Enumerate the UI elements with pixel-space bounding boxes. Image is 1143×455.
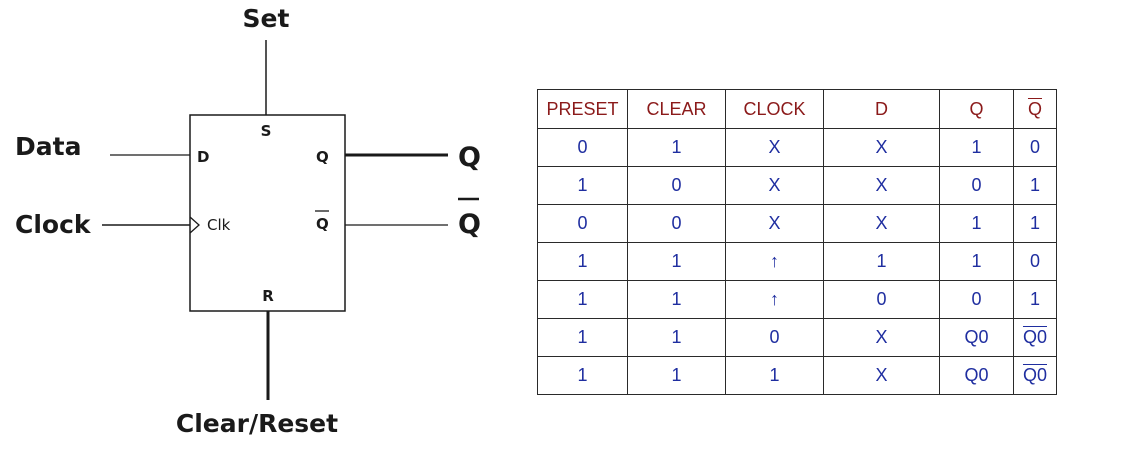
clear-reset-label: Clear/Reset [176, 409, 338, 438]
table-header-row: PRESET CLEAR CLOCK D Q Q [537, 89, 1057, 129]
cell-preset: 1 [537, 242, 628, 281]
d-flip-flop-diagram: Set S D Q Q Clk R Data Clock Q Q Clear/R… [15, 4, 481, 438]
table-row: 0 1 X X 1 0 [537, 128, 1057, 167]
cell-d: X [823, 356, 940, 395]
cell-qbar: 1 [1013, 166, 1057, 205]
pin-s-label: S [261, 122, 272, 140]
cell-clock: 1 [725, 356, 824, 395]
pin-clk-label: Clk [207, 216, 231, 234]
cell-q: 1 [939, 242, 1014, 281]
pin-qbar-label: Q [316, 215, 329, 233]
cell-d: X [823, 318, 940, 357]
cell-qbar: 0 [1013, 242, 1057, 281]
cell-qbar: Q0 [1013, 318, 1057, 357]
rising-edge-arrow-icon: ↑ [725, 242, 824, 281]
cell-preset: 1 [537, 280, 628, 319]
header-d: D [823, 89, 940, 129]
cell-d: 0 [823, 280, 940, 319]
rising-edge-arrow-icon: ↑ [725, 280, 824, 319]
cell-qbar: 1 [1013, 280, 1057, 319]
cell-q: 1 [939, 204, 1014, 243]
cell-d: X [823, 128, 940, 167]
cell-clear: 0 [627, 204, 726, 243]
set-label: Set [243, 4, 290, 33]
cell-qbar: Q0 [1013, 356, 1057, 395]
cell-qbar: 0 [1013, 128, 1057, 167]
data-label: Data [15, 132, 81, 161]
cell-preset: 0 [537, 204, 628, 243]
pin-q-label: Q [316, 148, 329, 166]
cell-q: Q0 [939, 356, 1014, 395]
cell-q: Q0 [939, 318, 1014, 357]
table-row: 1 1 1 X Q0 Q0 [537, 356, 1057, 395]
cell-preset: 0 [537, 128, 628, 167]
pin-r-label: R [262, 287, 274, 305]
table-row: 1 0 X X 0 1 [537, 166, 1057, 205]
cell-clear: 0 [627, 166, 726, 205]
clock-label: Clock [15, 210, 92, 239]
cell-d: X [823, 166, 940, 205]
pin-d-label: D [197, 148, 209, 166]
truth-table: PRESET CLEAR CLOCK D Q Q 0 1 X X 1 0 1 0… [537, 89, 1057, 395]
cell-d: X [823, 204, 940, 243]
cell-clear: 1 [627, 128, 726, 167]
cell-clock: X [725, 128, 824, 167]
flip-flop-box [189, 114, 346, 312]
cell-preset: 1 [537, 166, 628, 205]
cell-preset: 1 [537, 318, 628, 357]
cell-clock: 0 [725, 318, 824, 357]
cell-clear: 1 [627, 242, 726, 281]
header-clock: CLOCK [725, 89, 824, 129]
table-row: 1 1 ↑ 0 0 1 [537, 280, 1057, 319]
cell-clock: X [725, 204, 824, 243]
cell-qbar: 1 [1013, 204, 1057, 243]
cell-q: 0 [939, 280, 1014, 319]
cell-clock: X [725, 166, 824, 205]
table-row: 1 1 ↑ 1 1 0 [537, 242, 1057, 281]
q-output-label: Q [458, 142, 481, 173]
cell-d: 1 [823, 242, 940, 281]
cell-clear: 1 [627, 318, 726, 357]
cell-preset: 1 [537, 356, 628, 395]
header-q: Q [939, 89, 1014, 129]
clock-triangle-icon [189, 216, 200, 234]
qbar-output-label: Q [458, 209, 481, 240]
header-preset: PRESET [537, 89, 628, 129]
header-clear: CLEAR [627, 89, 726, 129]
cell-clear: 1 [627, 356, 726, 395]
table-row: 1 1 0 X Q0 Q0 [537, 318, 1057, 357]
table-row: 0 0 X X 1 1 [537, 204, 1057, 243]
cell-q: 1 [939, 128, 1014, 167]
header-qbar: Q [1013, 89, 1057, 129]
cell-clear: 1 [627, 280, 726, 319]
cell-q: 0 [939, 166, 1014, 205]
